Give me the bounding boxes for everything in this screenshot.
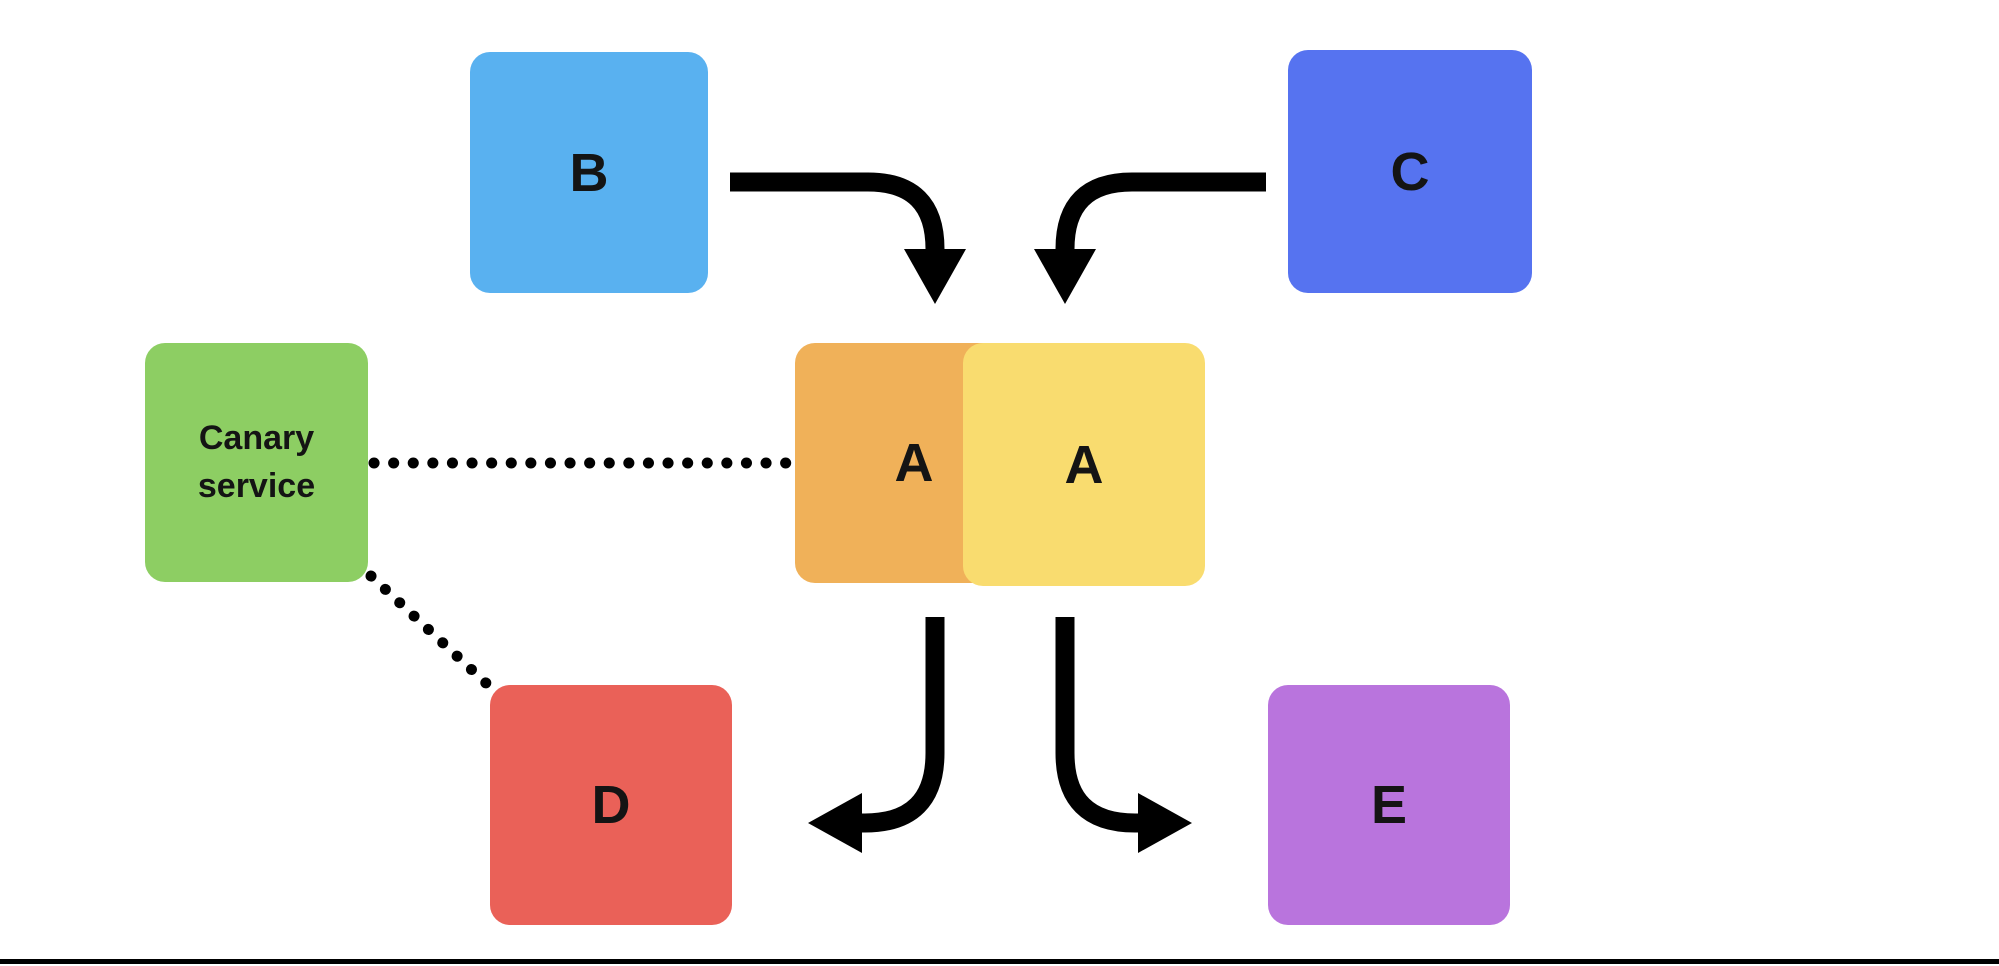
window-bottom-border xyxy=(0,959,1999,964)
node-canary-label-line1: Canary xyxy=(198,418,315,457)
connector-a-canary-out-arrowhead xyxy=(808,793,862,853)
node-b[interactable]: B xyxy=(470,52,708,293)
connector-b-to-a[interactable] xyxy=(730,172,945,250)
node-b-label: B xyxy=(569,142,609,203)
node-a-primary[interactable]: A xyxy=(963,343,1205,586)
connector-b-to-a-arrowhead xyxy=(904,249,966,304)
connector-a-primary-out-arrowhead xyxy=(1138,793,1192,853)
node-a-primary-label: A xyxy=(1064,434,1104,495)
node-canary-label-line2: service xyxy=(197,466,316,505)
node-e-label: E xyxy=(1370,775,1408,835)
connector-a-canary-out[interactable] xyxy=(862,617,945,833)
node-canary-service[interactable]: Canary service xyxy=(145,343,368,582)
connector-c-to-a-arrowhead xyxy=(1034,249,1096,304)
node-c[interactable]: C xyxy=(1288,50,1532,293)
node-e[interactable]: E xyxy=(1268,685,1510,925)
node-c-label: C xyxy=(1390,141,1430,202)
connector-c-to-a[interactable] xyxy=(1055,172,1266,250)
connector-canary-monitor-d[interactable] xyxy=(365,570,493,690)
node-a-canary-label: A xyxy=(894,433,934,493)
connector-a-primary-out[interactable] xyxy=(1055,617,1138,833)
node-d-label: D xyxy=(591,775,631,835)
node-d[interactable]: D xyxy=(490,685,732,925)
